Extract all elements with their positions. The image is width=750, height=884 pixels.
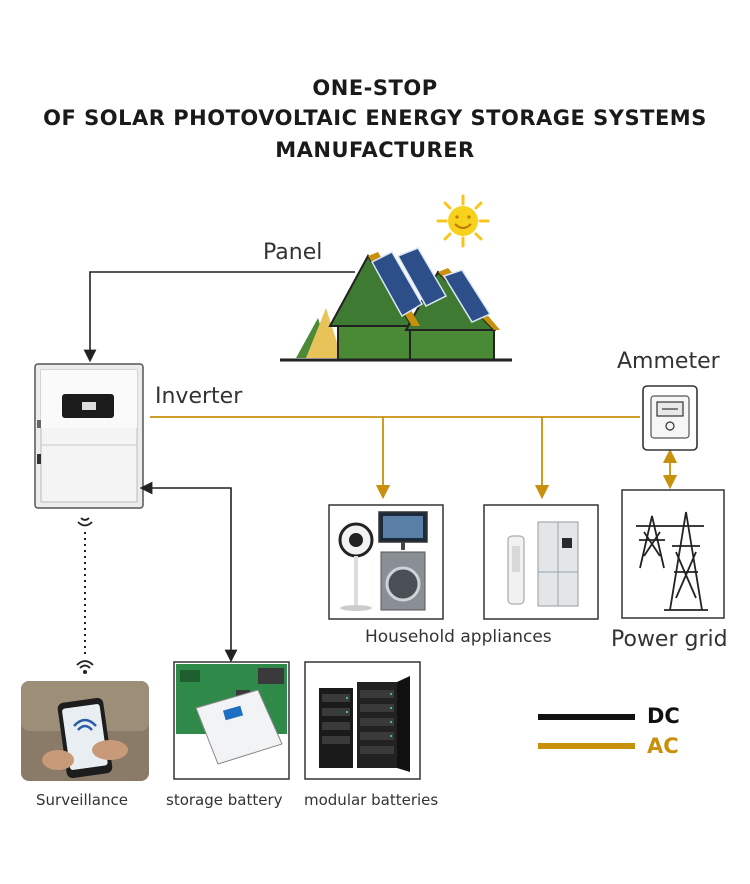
wifi-icon xyxy=(76,660,94,674)
label-panel: Panel xyxy=(263,240,323,265)
household-appliances-image-2 xyxy=(483,504,599,620)
title-line-3: MANUFACTURER xyxy=(275,138,475,162)
surveillance-phone-image xyxy=(21,681,149,781)
title-line-1: ONE-STOP xyxy=(312,76,438,100)
title-line-2: OF SOLAR PHOTOVOLTAIC ENERGY STORAGE SYS… xyxy=(43,106,707,130)
label-power-grid: Power grid xyxy=(611,627,728,652)
power-grid-image xyxy=(621,489,725,619)
label-ammeter: Ammeter xyxy=(617,349,720,374)
label-inverter: Inverter xyxy=(155,384,243,409)
house-solar-panels-icon xyxy=(280,247,512,362)
label-household-appliances: Household appliances xyxy=(365,627,552,647)
label-surveillance: Surveillance xyxy=(36,791,128,809)
sun-icon xyxy=(436,194,490,248)
ammeter-device xyxy=(642,385,698,451)
label-modular-batteries: modular batteries xyxy=(304,791,439,809)
dc-line-battery xyxy=(139,481,238,663)
storage-battery-image xyxy=(173,661,290,780)
legend-dc-label: DC xyxy=(647,704,680,728)
dc-line-panel xyxy=(83,271,355,363)
wifi-icon xyxy=(77,517,93,527)
modular-batteries-image xyxy=(304,661,421,780)
label-storage-battery: storage battery xyxy=(166,791,283,809)
legend-ac-label: AC xyxy=(647,734,679,758)
inverter-device xyxy=(34,363,144,509)
household-appliances-image-1 xyxy=(328,504,444,620)
